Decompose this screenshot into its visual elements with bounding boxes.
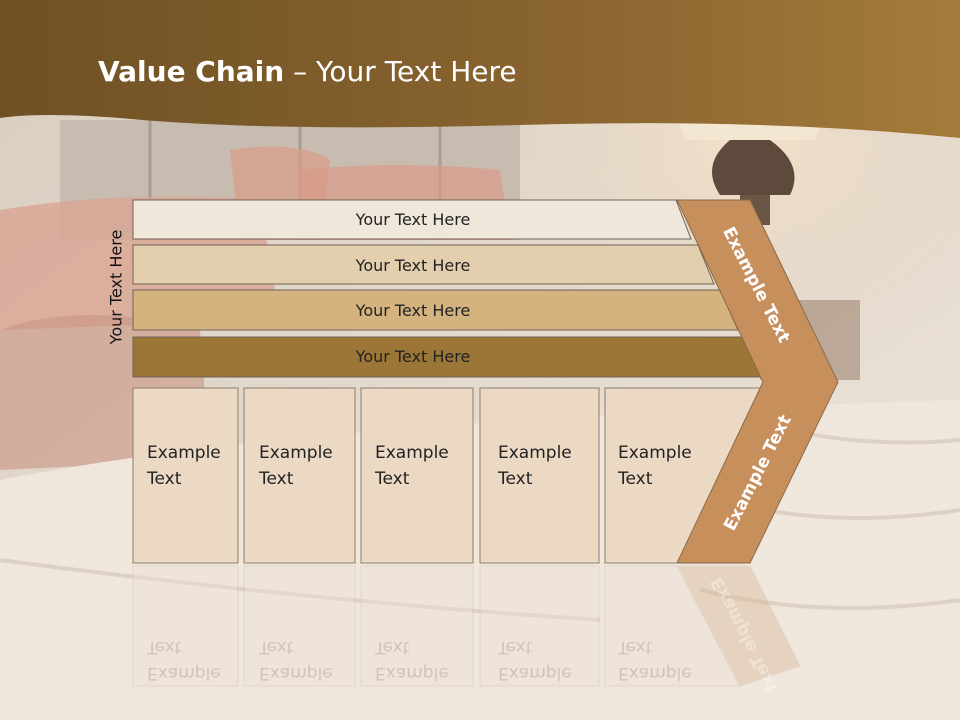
band-3[interactable]: Your Text Here bbox=[355, 301, 471, 320]
reflection bbox=[132, 565, 801, 687]
band-1[interactable]: Your Text Here bbox=[355, 210, 471, 229]
chevron-shape bbox=[676, 199, 839, 564]
band-2[interactable]: Your Text Here bbox=[355, 256, 471, 275]
card-2-shape bbox=[243, 387, 356, 564]
card-1-shape bbox=[132, 387, 239, 564]
card-3-shape bbox=[360, 387, 474, 564]
page-title: Value Chain – Your Text Here bbox=[98, 55, 517, 88]
band-2-shape bbox=[132, 244, 715, 285]
band-1-shape bbox=[132, 199, 692, 240]
band-4[interactable]: Your Text Here bbox=[355, 347, 471, 366]
card-4-shape bbox=[479, 387, 600, 564]
